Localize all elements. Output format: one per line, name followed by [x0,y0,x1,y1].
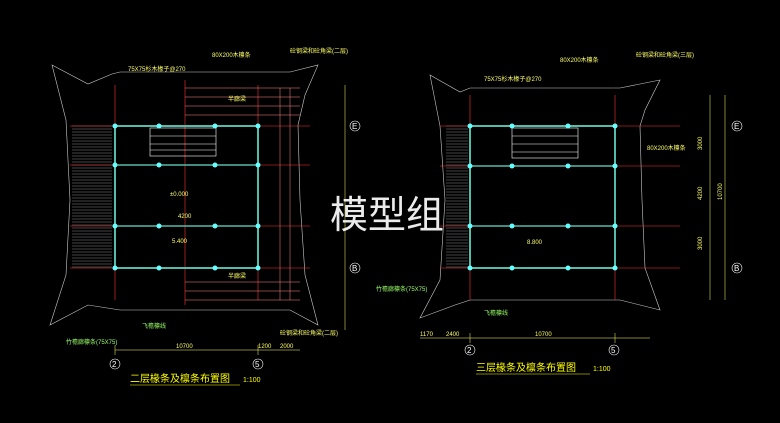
left-dim-mid: 4200 [178,214,192,220]
left-axis-E: E [349,120,361,132]
svg-text:2: 2 [112,360,117,369]
left-verandah [185,87,300,301]
right-beam-label: 砼钢梁和砼角梁(三层) [636,51,694,59]
right-axis-5: 5 [608,344,620,356]
svg-text:B: B [352,264,357,273]
left-plan: 75X75杉木椽子@270 80X200木檩条 砼钢梁和砼角梁(二层) 半廊梁 … [49,47,361,386]
svg-text:5: 5 [255,360,260,369]
right-dim-overall: 10700 [535,332,552,338]
left-axis-5: 5 [252,358,264,370]
right-stair [511,127,579,159]
left-purlin-label: 80X200木檩条 [212,51,251,59]
left-corner-label: 半廊梁 [228,272,246,280]
right-vdim-2: 4200 [698,186,704,200]
right-bottom-label-2: 竹檐廊檩条(75X75) [376,285,427,293]
right-roof-outline [419,74,661,319]
left-dim-right-1: 1200 [258,344,272,350]
left-title: 二层椽条及檩条布置图 [130,372,230,385]
svg-text:B: B [734,264,739,273]
svg-text:2: 2 [467,346,472,355]
right-vdim-1: 3000 [698,136,704,150]
svg-text:5: 5 [611,346,616,355]
left-axis-B: B [349,262,361,274]
left-bottom-label-1: 飞檐檩线 [142,322,166,330]
left-beam-label-2: 砼钢梁和砼角梁(二层) [280,329,338,337]
left-elev-label-2: 5.400 [172,239,188,245]
left-roof-outline [49,64,319,326]
right-vdim-total: 10700 [718,183,724,200]
right-scale: 1:100 [593,366,611,373]
right-elev-label: 8.800 [527,240,543,246]
right-plan: 75X75杉木椽子@270 80X200木檩条 砼钢梁和砼角梁(三层) 80X2… [376,51,743,375]
left-tie-label: 半廊梁 [228,95,246,103]
left-bottom-label-2: 竹檐廊檩条(75X75) [66,338,117,346]
left-dim-lines [114,85,346,355]
right-axis-2: 2 [464,344,476,356]
left-columns [112,123,261,271]
left-rafter-label: 75X75杉木椽子@270 [128,65,186,73]
left-axis-2: 2 [109,358,121,370]
left-scale: 1:100 [243,377,261,384]
right-bottom-label-1: 飞檐檩线 [484,309,508,317]
left-roof-rafters [72,125,112,268]
left-floor-frame [114,125,259,269]
right-columns [467,123,618,271]
svg-text:E: E [352,122,357,131]
left-stair [149,127,217,157]
right-rafter-label: 75X75杉木椽子@270 [484,75,542,83]
svg-text:E: E [734,122,739,131]
watermark: 模型组 [330,193,444,237]
right-axis-E: E [731,120,743,132]
right-floor-frame [469,125,616,269]
left-grid-lines [70,80,310,305]
right-title: 三层椽条及檩条布置图 [476,361,576,374]
left-beam-label: 砼钢梁和砼角梁(二层) [290,47,348,55]
left-dim-right-2: 2000 [280,344,294,350]
right-axis-B: B [731,262,743,274]
right-purlin-label: 80X200木檩条 [560,56,599,64]
right-vdim-3: 3000 [698,236,704,250]
right-dim-1: 1170 [420,332,434,338]
right-dim-2: 2400 [446,332,460,338]
right-purlin-side-label: 80X200木檩条 [647,144,686,152]
right-dim-lines [420,95,726,343]
left-dim-overall: 10700 [176,344,193,350]
right-roof-rafters [446,125,468,268]
left-elev-label-1: ±0.000 [170,192,189,198]
